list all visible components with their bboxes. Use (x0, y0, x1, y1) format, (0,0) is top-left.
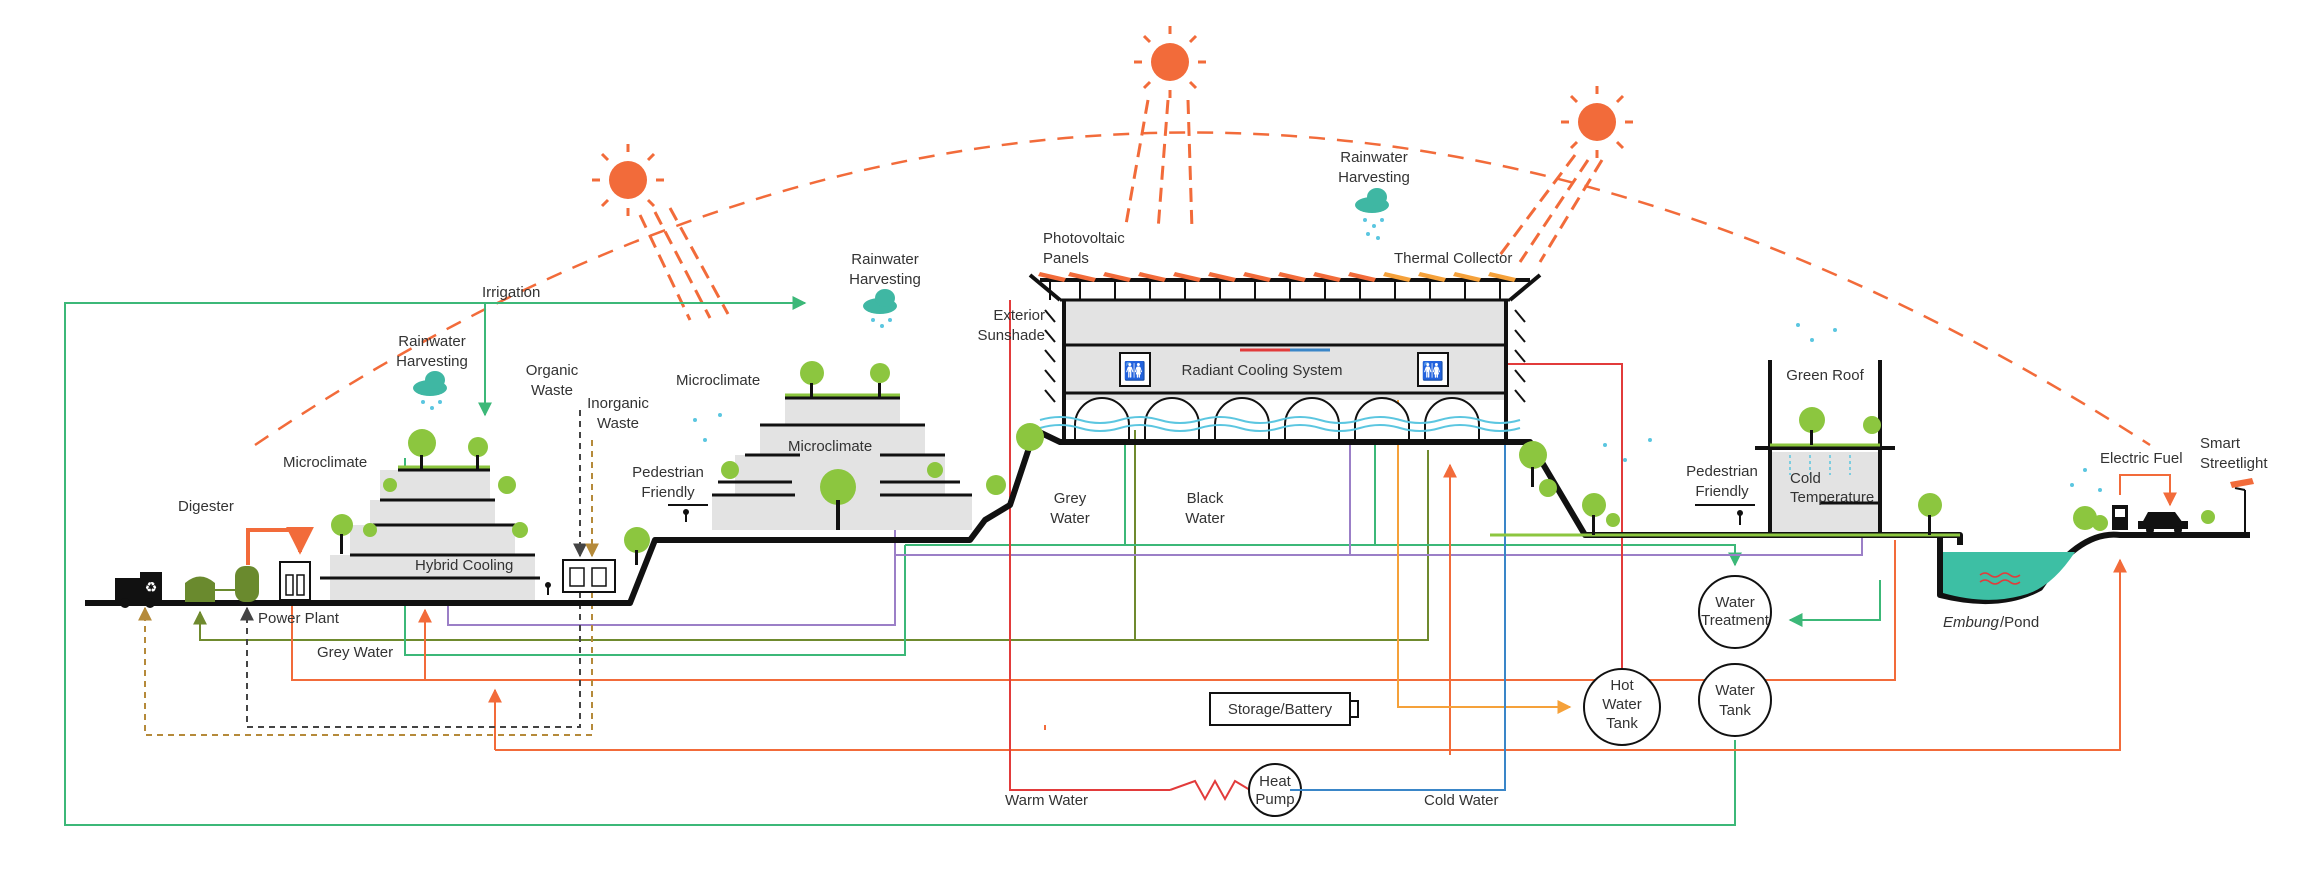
waste-truck-icon: ♻ (115, 572, 162, 608)
storage-battery-box (1209, 692, 1359, 726)
label-organic-waste: Organic (526, 362, 579, 379)
label-digester: Digester (178, 498, 234, 515)
label-exterior-sunshade-b: Sunshade (977, 327, 1045, 344)
hot-water-tank-node (1583, 668, 1661, 746)
label-microclimate-3: Microclimate (788, 438, 872, 455)
ev-charger-icon (2112, 505, 2128, 530)
label-radiant-cooling: Radiant Cooling System (1182, 362, 1343, 379)
electric-car-icon (2138, 512, 2188, 534)
power-plant-icon (279, 561, 311, 601)
cloud-icon-3 (1355, 188, 1389, 213)
photovoltaic-panels (1038, 272, 1516, 300)
label-heat-pump-b: Pump (1255, 791, 1294, 808)
label-inorganic-waste: Inorganic (587, 395, 649, 412)
label-green-roof: Green Roof (1786, 367, 1864, 384)
label-hybrid-cooling: Hybrid Cooling (415, 557, 513, 574)
label-pedestrian-friendly-1: Pedestrian (632, 464, 704, 481)
label-water-tank-b: Tank (1719, 702, 1751, 719)
label-thermal-collector: Thermal Collector (1394, 250, 1512, 267)
label-rainwater-harvesting-3: Rainwater (1340, 149, 1408, 166)
label-electric-fuel: Electric Fuel (2100, 450, 2183, 467)
label-pond: /Pond (2000, 614, 2039, 631)
green-roof-building (1755, 360, 1895, 535)
water-tank-node (1698, 663, 1772, 737)
label-smart-streetlight-b: Streetlight (2200, 455, 2268, 472)
label-rainwater-harvesting-2: Rainwater (851, 251, 919, 268)
label-grey-water-mid-b: Water (1050, 510, 1089, 527)
label-cold-temperature: Cold (1790, 470, 1821, 487)
label-black-water: Black (1187, 490, 1224, 507)
label-heat-pump: Heat (1259, 773, 1292, 790)
label-pedestrian-friendly-2b: Friendly (1695, 483, 1749, 500)
power-line (291, 463, 2127, 755)
label-storage-battery: Storage/Battery (1228, 701, 1333, 718)
restroom-icon-left: 🚻 (1124, 360, 1146, 381)
electric-fuel-arrow (2119, 474, 2177, 507)
label-water-tank: Water (1715, 682, 1754, 699)
sun-icon-center (1123, 26, 1206, 231)
label-microclimate-2: Microclimate (676, 372, 760, 389)
trees (331, 361, 2215, 565)
label-black-water-b: Water (1185, 510, 1224, 527)
sun-path-arc (254, 131, 2151, 447)
sun-icon-right (1498, 86, 1633, 263)
recycle-bin-icon (562, 559, 616, 593)
svg-text:♻: ♻ (145, 579, 158, 595)
digester-icon (185, 566, 259, 602)
label-inorganic-waste-b: Waste (597, 415, 639, 432)
label-grey-water-mid: Grey (1054, 490, 1087, 507)
label-pedestrian-friendly-1b: Friendly (641, 484, 695, 501)
label-cold-water: Cold Water (1424, 792, 1498, 809)
hybrid-cooling-building (320, 468, 540, 603)
label-power-plant: Power Plant (258, 610, 340, 627)
pedestrian-icon-2 (1695, 504, 1755, 525)
label-embung: Embung (1943, 614, 2000, 631)
label-hot-water-tank-b: Water (1602, 696, 1641, 713)
pedestrian-icon-1 (668, 504, 708, 522)
pedestrian-icon-3 (545, 582, 551, 595)
smart-streetlight-icon (2230, 478, 2254, 535)
label-hot-water-tank: Hot (1610, 677, 1634, 694)
purple-line (447, 445, 1863, 626)
label-photovoltaic: Photovoltaic (1043, 230, 1125, 247)
cloud-icon-2 (863, 289, 897, 314)
rain-drops (421, 218, 2102, 492)
irrigation-line (64, 296, 1736, 826)
label-rainwater-harvesting-2b: Harvesting (849, 271, 921, 288)
central-building: 🚻 🚻 (1028, 273, 1542, 441)
label-grey-water-bottom: Grey Water (317, 644, 393, 661)
label-irrigation: Irrigation (482, 284, 540, 301)
label-rainwater-harvesting-1: Rainwater (398, 333, 466, 350)
label-water-treatment: Water (1715, 594, 1754, 611)
label-water-treatment-b: Treatment (1701, 612, 1770, 629)
label-photovoltaic-b: Panels (1043, 250, 1089, 267)
label-organic-waste-b: Waste (531, 382, 573, 399)
restroom-icon-right: 🚻 (1422, 360, 1444, 381)
label-rainwater-harvesting-1b: Harvesting (396, 353, 468, 370)
label-exterior-sunshade: Exterior (993, 307, 1045, 324)
terraced-microclimate-building (712, 396, 972, 530)
label-rainwater-harvesting-3b: Harvesting (1338, 169, 1410, 186)
label-microclimate-1: Microclimate (283, 454, 367, 471)
label-hot-water-tank-c: Tank (1606, 715, 1638, 732)
water-treatment-node (1698, 575, 1772, 649)
label-warm-water: Warm Water (1005, 792, 1088, 809)
cloud-icon-1 (413, 371, 447, 396)
pond-water (1943, 552, 2075, 600)
label-pedestrian-friendly-2: Pedestrian (1686, 463, 1758, 480)
label-cold-temperature-b: Temperature (1790, 489, 1874, 506)
digester-power-arrow (246, 526, 314, 565)
labels: Irrigation Rainwater Harvesting Rainwate… (178, 149, 2268, 809)
waste-dashed-line (138, 410, 599, 736)
label-smart-streetlight: Smart (2200, 435, 2241, 452)
